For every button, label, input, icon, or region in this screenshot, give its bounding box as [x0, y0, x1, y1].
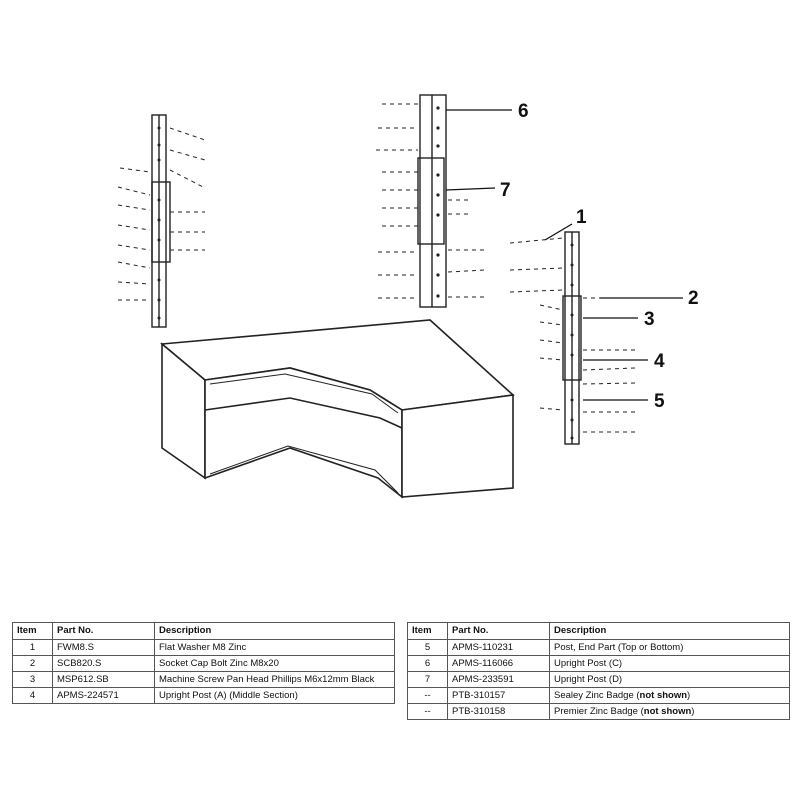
callout-5: 5 [654, 391, 665, 412]
item-cell: 1 [12, 639, 53, 656]
parts-table-right: Item Part No. Description 5 APMS-110231 … [407, 622, 790, 720]
table-row: -- PTB-310158 Premier Zinc Badge (not sh… [407, 703, 790, 720]
description-cell: Machine Screw Pan Head Phillips M6x12mm … [154, 671, 395, 688]
corner-cabinet [160, 319, 515, 499]
description-text-end: ) [691, 706, 695, 717]
right-post-fasteners [509, 237, 650, 433]
description-cell: Post, End Part (Top or Bottom) [549, 639, 790, 656]
callout-7: 7 [500, 180, 511, 201]
not-shown-note: not shown [643, 706, 692, 717]
table-row: 2 SCB820.S Socket Cap Bolt Zinc M8x20 [12, 655, 395, 672]
middle-post-fasteners [376, 103, 486, 299]
description-cell: Upright Post (D) [549, 671, 790, 688]
part-no-cell: PTB-310157 [447, 687, 550, 704]
part-no-cell: PTB-310158 [447, 703, 550, 720]
description-cell: Flat Washer M8 Zinc [154, 639, 395, 656]
exploded-assembly-diagram: 1 2 3 4 5 6 7 [117, 94, 699, 499]
callout-6: 6 [518, 101, 529, 122]
col-header-item: Item [407, 622, 448, 640]
parts-table-left: Item Part No. Description 1 FWM8.S Flat … [12, 622, 395, 704]
part-no-cell: FWM8.S [52, 639, 155, 656]
item-cell: 7 [407, 671, 448, 688]
part-no-cell: APMS-110231 [447, 639, 550, 656]
item-cell: 2 [12, 655, 53, 672]
left-post-fasteners [117, 127, 206, 301]
item-cell: 4 [12, 687, 53, 704]
part-no-cell: SCB820.S [52, 655, 155, 672]
table-row: 3 MSP612.SB Machine Screw Pan Head Phill… [12, 671, 395, 688]
item-cell: -- [407, 703, 448, 720]
col-header-description: Description [549, 622, 790, 640]
col-header-part-no: Part No. [447, 622, 550, 640]
description-text: Sealey Zinc Badge ( [554, 690, 640, 701]
not-shown-note: not shown [639, 690, 688, 701]
part-no-cell: APMS-233591 [447, 671, 550, 688]
table-row: 4 APMS-224571 Upright Post (A) (Middle S… [12, 687, 395, 704]
callout-3: 3 [644, 309, 655, 330]
item-cell: -- [407, 687, 448, 704]
description-text: Premier Zinc Badge ( [554, 706, 644, 717]
table-header-row: Item Part No. Description [407, 622, 790, 640]
right-upright-post [562, 231, 582, 445]
col-header-description: Description [154, 622, 395, 640]
item-cell: 6 [407, 655, 448, 672]
description-cell: Socket Cap Bolt Zinc M8x20 [154, 655, 395, 672]
callout-4: 4 [654, 351, 665, 372]
middle-upright-post [417, 94, 447, 308]
table-row: 5 APMS-110231 Post, End Part (Top or Bot… [407, 639, 790, 656]
table-row: -- PTB-310157 Sealey Zinc Badge (not sho… [407, 687, 790, 704]
description-cell: Upright Post (A) (Middle Section) [154, 687, 395, 704]
table-row: 7 APMS-233591 Upright Post (D) [407, 671, 790, 688]
col-header-item: Item [12, 622, 53, 640]
description-text-end: ) [687, 690, 691, 701]
col-header-part-no: Part No. [52, 622, 155, 640]
description-cell: Upright Post (C) [549, 655, 790, 672]
part-no-cell: APMS-116066 [447, 655, 550, 672]
table-row: 1 FWM8.S Flat Washer M8 Zinc [12, 639, 395, 656]
item-cell: 3 [12, 671, 53, 688]
left-upright-post [151, 114, 171, 328]
table-header-row: Item Part No. Description [12, 622, 395, 640]
item-cell: 5 [407, 639, 448, 656]
callout-1: 1 [576, 207, 587, 228]
table-row: 6 APMS-116066 Upright Post (C) [407, 655, 790, 672]
part-no-cell: MSP612.SB [52, 671, 155, 688]
description-cell: Sealey Zinc Badge (not shown) [549, 687, 790, 704]
description-cell: Premier Zinc Badge (not shown) [549, 703, 790, 720]
callout-2: 2 [688, 288, 699, 309]
callout-leaders [445, 109, 683, 401]
part-no-cell: APMS-224571 [52, 687, 155, 704]
